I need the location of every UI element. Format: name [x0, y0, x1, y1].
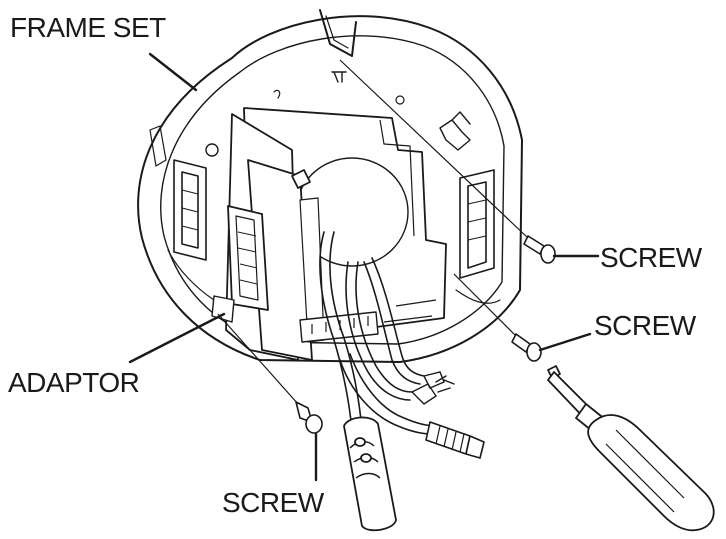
bnc-connector-tip — [465, 435, 485, 459]
screw-right-upper — [523, 235, 556, 264]
leader-adaptor — [128, 312, 226, 364]
mounting-plate-inner-edge — [379, 119, 415, 237]
guide-line-lower — [453, 273, 517, 337]
screwdriver-handle-grooves — [605, 429, 685, 513]
frame-left-bracket-ribs — [181, 189, 199, 231]
cable-4-outline — [349, 353, 437, 427]
label-frame-set: FRAME SET — [10, 12, 166, 43]
adaptor-bottom-clip — [211, 295, 235, 323]
frame-inner-rim — [160, 35, 505, 345]
frame-set — [137, 9, 523, 363]
screw-bottom — [295, 401, 323, 434]
cable-1 — [319, 231, 353, 431]
screw-guide-lines — [217, 59, 529, 405]
label-screw-right-upper: SCREW — [600, 242, 703, 273]
leader-screw-right-lower — [538, 332, 592, 352]
frame-clip-upper-right — [439, 111, 471, 151]
frame-outer-rim — [137, 15, 523, 363]
frame-hole-top — [395, 95, 405, 105]
guide-line-upper — [339, 59, 529, 239]
cable-1-outline — [329, 231, 363, 431]
label-screw-right-lower: SCREW — [594, 310, 697, 341]
frame-lower-rim — [167, 249, 501, 304]
cable-3 — [363, 261, 421, 385]
guide-line-bottom — [217, 313, 299, 405]
leader-frame-set — [148, 52, 198, 92]
frame-hole-left — [205, 143, 219, 157]
adaptor-side-block-face — [235, 215, 259, 301]
frame-top-notch — [319, 9, 357, 57]
screw-right-upper-head — [540, 244, 556, 264]
wire-tips-upper — [410, 371, 455, 405]
wire-tip-2 — [422, 371, 445, 389]
frame-top-screw — [331, 71, 347, 83]
adaptor — [211, 113, 379, 361]
leader-lines — [128, 52, 600, 482]
screw-right-lower-head — [526, 342, 542, 362]
adaptor-connector-pins — [237, 231, 258, 285]
cable-4 — [339, 359, 433, 435]
power-plug-dot-2 — [360, 453, 372, 463]
adaptor-upper-boss — [291, 169, 311, 189]
wire-tip-1 — [410, 383, 437, 405]
screw-right-lower — [511, 333, 542, 362]
frame-right-bracket — [459, 169, 495, 279]
label-adaptor: ADAPTOR — [8, 367, 139, 398]
frame-left-bracket — [173, 159, 207, 261]
wire-tip-strands — [435, 375, 455, 393]
screw-right-lower-shaft — [511, 333, 531, 353]
frame-mark-top — [273, 89, 281, 99]
frame-left-edge-step — [149, 125, 167, 167]
adaptor-terminal-board — [299, 311, 379, 343]
label-screw-bottom: SCREW — [222, 487, 325, 518]
bnc-connector — [425, 421, 485, 459]
screw-bottom-head — [305, 414, 323, 434]
screwdriver — [547, 365, 715, 532]
screwdriver-handle — [587, 414, 715, 532]
cable-2 — [345, 261, 411, 401]
screw-right-upper-shaft — [523, 235, 545, 255]
power-plug — [343, 416, 397, 532]
cable-bundle — [319, 231, 437, 435]
bnc-connector-knurl — [435, 425, 465, 453]
frame-right-bracket-ribs — [467, 199, 487, 241]
cable-3-outline — [371, 257, 425, 377]
frame-top-notch-inner — [325, 15, 349, 49]
cable-2-outline — [355, 261, 413, 393]
power-plug-dot-1 — [354, 437, 366, 447]
